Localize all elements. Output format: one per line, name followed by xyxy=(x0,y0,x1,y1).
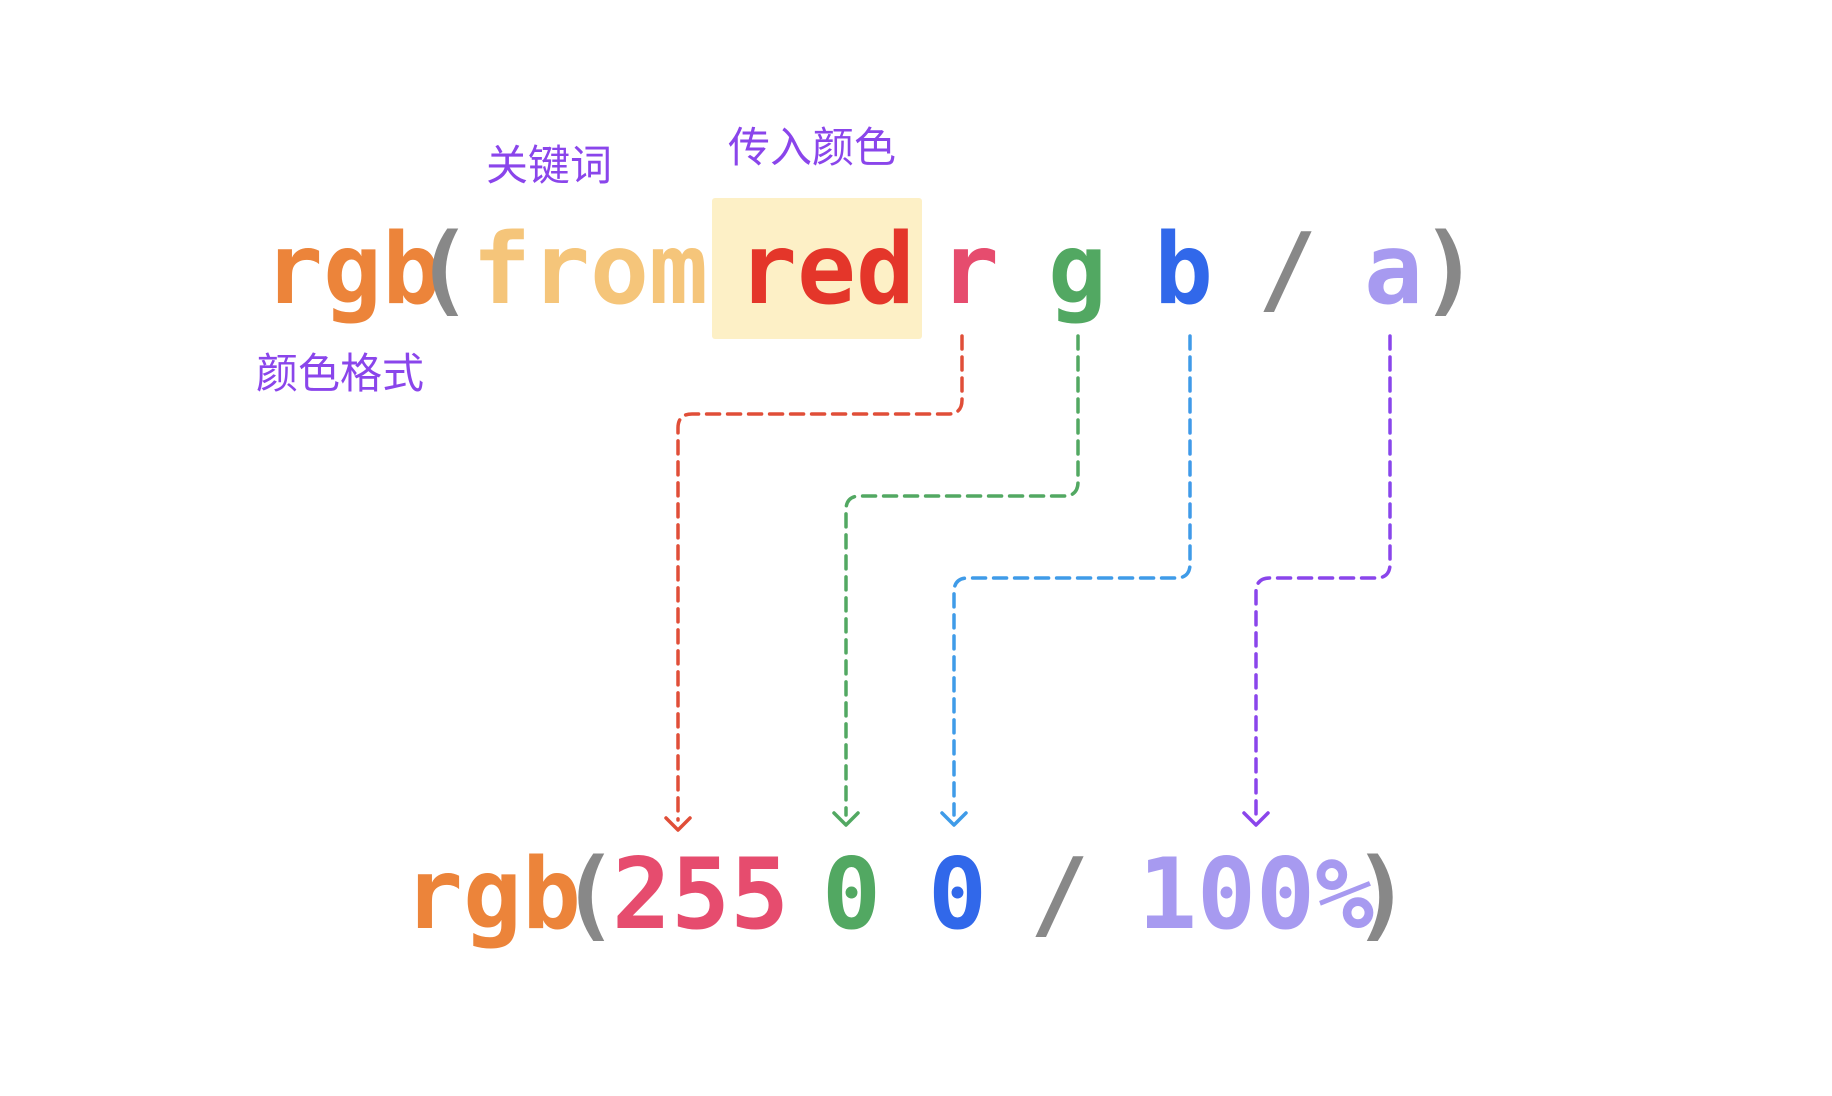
top-expression: rgb ( from red r g b / a ) xyxy=(264,213,1479,327)
arrow-b-connector xyxy=(952,334,1192,817)
top-format-token: rgb xyxy=(264,213,441,327)
bottom-a-value: 100% xyxy=(1138,838,1374,952)
bottom-format-token: rgb xyxy=(404,838,581,952)
top-g-channel: g xyxy=(1048,213,1107,327)
top-keyword-token: from xyxy=(472,213,708,327)
top-close-paren: ) xyxy=(1420,213,1479,327)
top-slash: / xyxy=(1258,213,1317,327)
bottom-slash: / xyxy=(1030,838,1089,952)
top-b-channel: b xyxy=(1154,213,1213,327)
origin-color-label: 传入颜色 xyxy=(728,123,896,172)
top-a-channel: a xyxy=(1364,213,1423,327)
top-origin-token: red xyxy=(738,213,915,327)
bottom-r-value: 255 xyxy=(612,838,789,952)
bottom-b-value: 0 xyxy=(928,838,987,952)
arrow-r-head xyxy=(664,816,692,832)
top-r-channel: r xyxy=(940,213,999,327)
top-open-paren: ( xyxy=(414,213,473,327)
bottom-g-value: 0 xyxy=(822,838,881,952)
bottom-open-paren: ( xyxy=(560,838,619,952)
arrow-b-head xyxy=(940,811,968,827)
arrow-g-head xyxy=(832,811,860,827)
color-format-label: 颜色格式 xyxy=(256,349,424,398)
bottom-close-paren: ) xyxy=(1352,838,1411,952)
bottom-expression: rgb ( 255 0 0 / 100% ) xyxy=(404,838,1411,952)
arrow-a-connector xyxy=(1254,334,1392,817)
keyword-label: 关键词 xyxy=(486,141,612,190)
arrow-g-connector xyxy=(844,334,1080,817)
arrow-a-head xyxy=(1242,811,1270,827)
origin-highlight xyxy=(712,198,922,339)
arrow-r-connector xyxy=(676,334,964,822)
